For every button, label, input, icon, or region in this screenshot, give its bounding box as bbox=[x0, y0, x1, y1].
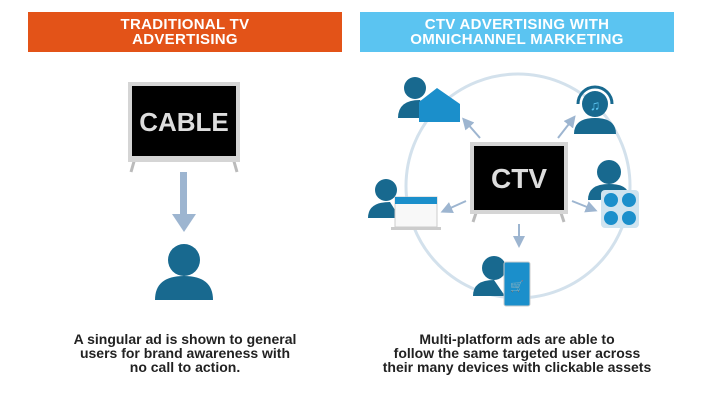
caption-line: follow the same targeted user across bbox=[393, 345, 641, 361]
header-line: OMNICHANNEL MARKETING bbox=[410, 31, 624, 48]
ctv-header: CTV ADVERTISING WITH OMNICHANNEL MARKETI… bbox=[360, 12, 674, 52]
ctv-label: CTV bbox=[491, 163, 547, 194]
header-line: CTV ADVERTISING WITH bbox=[424, 16, 610, 33]
person-icon bbox=[155, 244, 213, 300]
caption-line: no call to action. bbox=[129, 359, 241, 375]
header-line: TRADITIONAL TV bbox=[120, 16, 250, 33]
cart-icon: 🛒 bbox=[510, 280, 524, 293]
header-line: ADVERTISING bbox=[132, 31, 238, 48]
down-arrow-icon bbox=[172, 172, 196, 232]
caption-line: their many devices with clickable assets bbox=[382, 359, 652, 375]
online-shopping-person-icon bbox=[368, 179, 441, 230]
caption-line: Multi-platform ads are able to bbox=[419, 331, 615, 347]
traditional-tv-header: TRADITIONAL TV ADVERTISING bbox=[28, 12, 342, 52]
cable-label: CABLE bbox=[139, 107, 229, 137]
cable-tv-icon: CABLE bbox=[128, 82, 240, 173]
ctv-icon: CTV bbox=[470, 142, 568, 223]
caption-line: users for brand awareness with bbox=[79, 345, 291, 361]
music-listener-icon: ♫ bbox=[574, 85, 616, 134]
social-media-person-icon bbox=[588, 160, 639, 228]
arrows bbox=[440, 115, 598, 248]
mobile-shopping-person-icon: 🛒 bbox=[473, 256, 531, 307]
music-note-icon: ♫ bbox=[590, 97, 601, 113]
home-person-icon bbox=[398, 77, 460, 122]
caption-line: A singular ad is shown to general bbox=[73, 331, 297, 347]
traditional-caption: A singular ad is shown to general users … bbox=[25, 332, 345, 374]
ctv-caption: Multi-platform ads are able to follow th… bbox=[357, 332, 677, 374]
